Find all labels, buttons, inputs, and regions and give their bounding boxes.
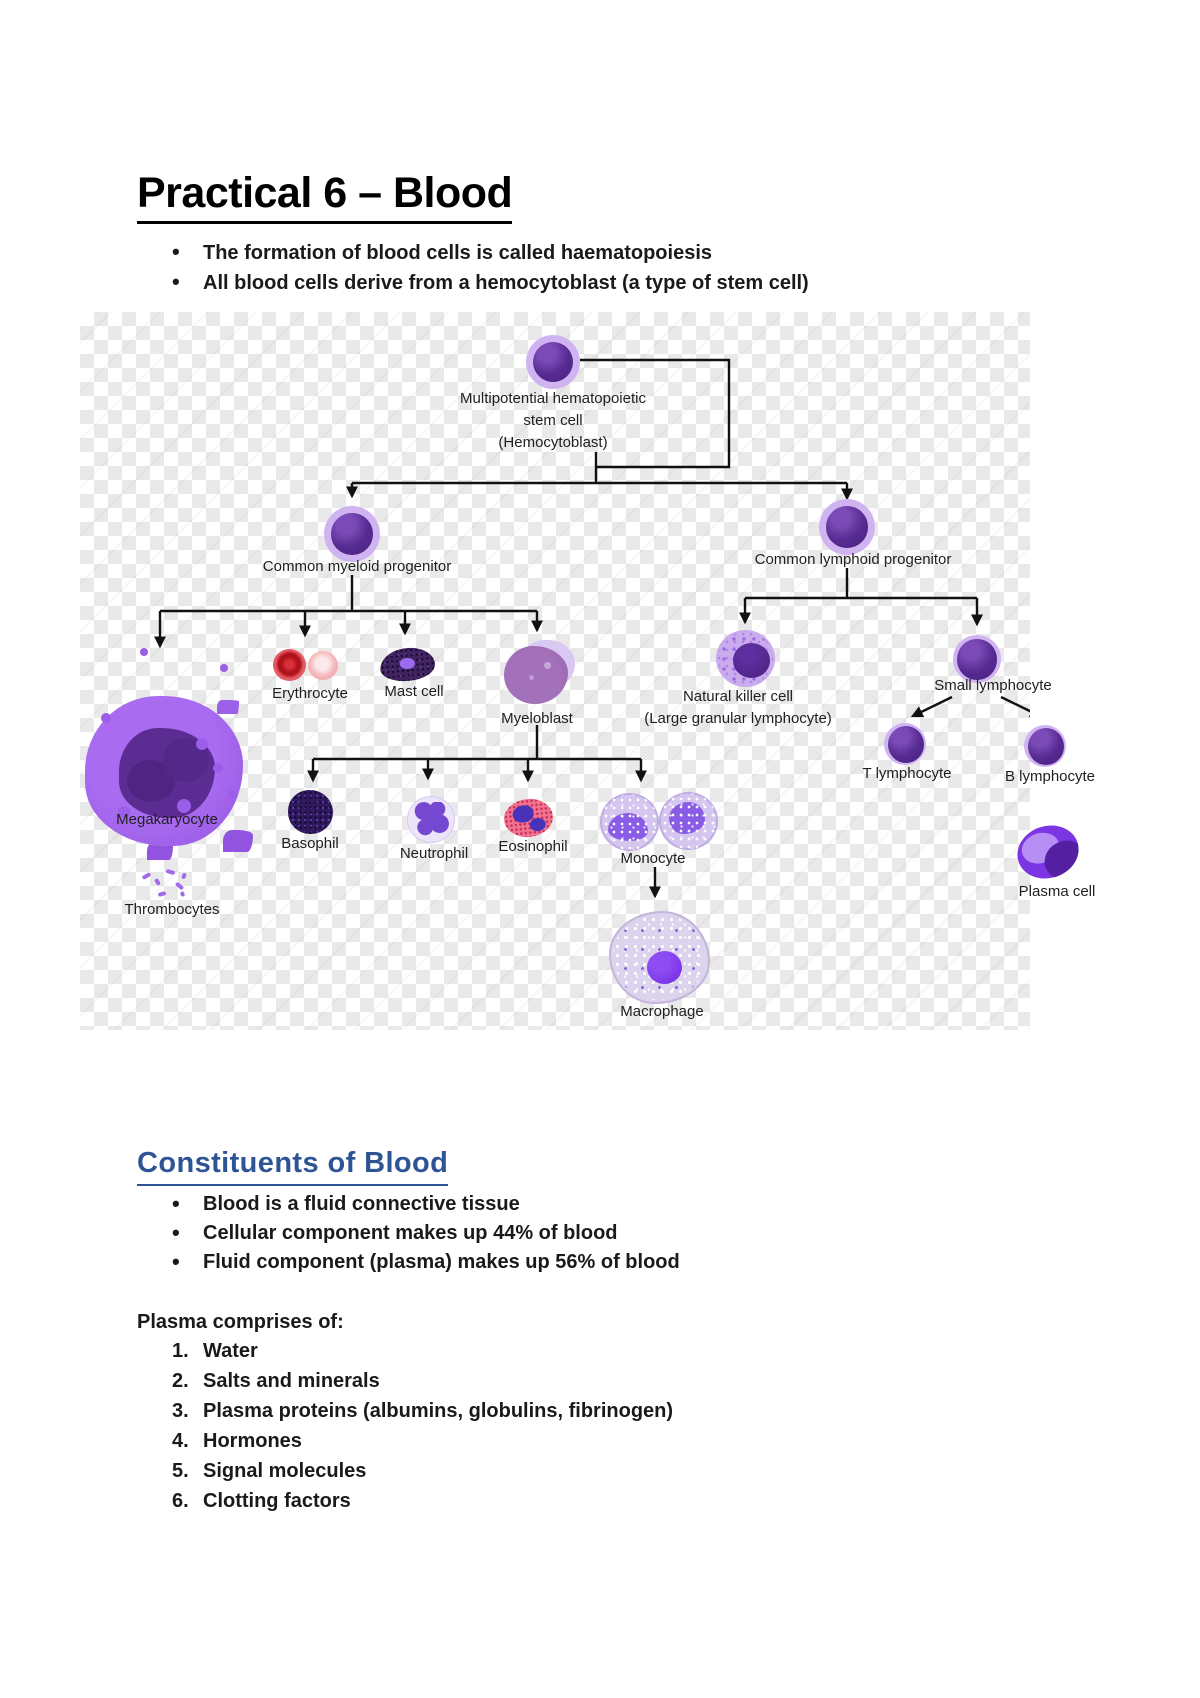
t-lymphocyte-cell [884, 723, 926, 765]
constituents-bullet: Cellular component makes up 44% of blood [170, 1218, 680, 1248]
megakaryocyte-cell [85, 696, 243, 846]
neutrophil-cell [407, 796, 455, 843]
plasma-component-item: Signal molecules [172, 1456, 367, 1486]
small-lymphocyte-label: Small lymphocyte [934, 677, 1052, 694]
myeloblast-cell [504, 640, 575, 704]
intro-bullet: The formation of blood cells is called h… [170, 237, 809, 268]
constituents-bullet: Blood is a fluid connective tissue [170, 1189, 680, 1219]
plasma-components-list: Water Salts and minerals Plasma proteins… [172, 1336, 673, 1516]
b-lymphocyte-label: B lymphocyte [1004, 768, 1096, 785]
plasma-component-item: Clotting factors [172, 1486, 351, 1516]
common-lymphoid-progenitor-label: Common lymphoid progenitor [754, 551, 952, 568]
plasma-component-item: Hormones [172, 1426, 302, 1456]
hemocytoblast-cell [526, 335, 580, 389]
common-myeloid-progenitor-cell [324, 506, 380, 562]
plasma-component-item: Plasma proteins (albumins, globulins, fi… [172, 1396, 674, 1426]
constituents-bullet-list: Blood is a fluid connective tissue Cellu… [170, 1189, 680, 1277]
thrombocytes-label: Thrombocytes [124, 901, 220, 918]
page-title: Practical 6 – Blood [137, 168, 513, 224]
megakaryocyte-satellite-dots [140, 648, 148, 656]
b-lymphocyte-cell [1024, 725, 1066, 767]
megakaryocyte-label: Megakaryocyte [116, 811, 218, 828]
common-myeloid-progenitor-label: Common myeloid progenitor [262, 558, 452, 575]
constituents-bullet: Fluid component (plasma) makes up 56% of… [170, 1247, 680, 1277]
intro-bullet: All blood cells derive from a hemocytobl… [170, 267, 809, 298]
monocyte-cell-1 [600, 793, 659, 851]
lineage-connector-arrows [154, 358, 1030, 899]
erythrocyte-label: Erythrocyte [272, 685, 348, 702]
neutrophil-label: Neutrophil [399, 845, 469, 862]
myeloblast-label: Myeloblast [501, 710, 573, 727]
mast-cell-label: Mast cell [384, 683, 444, 700]
natural-killer-cell [716, 630, 775, 687]
plasma-comprises-label: Plasma comprises of: [137, 1311, 344, 1333]
common-lymphoid-progenitor-cell [819, 499, 875, 555]
basophil-cell [288, 790, 333, 834]
plasma-cell-label: Plasma cell [1018, 883, 1096, 900]
plasma-component-item: Water [172, 1336, 258, 1366]
erythrocyte-red-cell [273, 649, 306, 681]
erythrocyte-pink-cell [308, 651, 338, 680]
eosinophil-label: Eosinophil [498, 838, 568, 855]
plasma-component-item: Salts and minerals [172, 1366, 380, 1396]
constituents-heading: Constituents of Blood [137, 1147, 449, 1187]
thrombocyte-fragments [140, 868, 192, 902]
monocyte-label: Monocyte [620, 850, 686, 867]
hematopoiesis-diagram: Multipotential hematopoietic stem cell (… [80, 312, 1095, 1030]
basophil-label: Basophil [281, 835, 339, 852]
macrophage-label: Macrophage [620, 1003, 704, 1020]
intro-bullet-list: The formation of blood cells is called h… [170, 237, 809, 298]
macrophage-cell [609, 911, 710, 1004]
small-lymphocyte-cell [953, 635, 1001, 683]
t-lymphocyte-label: T lymphocyte [862, 765, 952, 782]
hemocytoblast-label: Multipotential hematopoietic stem cell (… [460, 390, 646, 451]
natural-killer-label: Natural killer cell (Large granular lymp… [644, 688, 832, 727]
monocyte-cell-2 [659, 792, 718, 850]
